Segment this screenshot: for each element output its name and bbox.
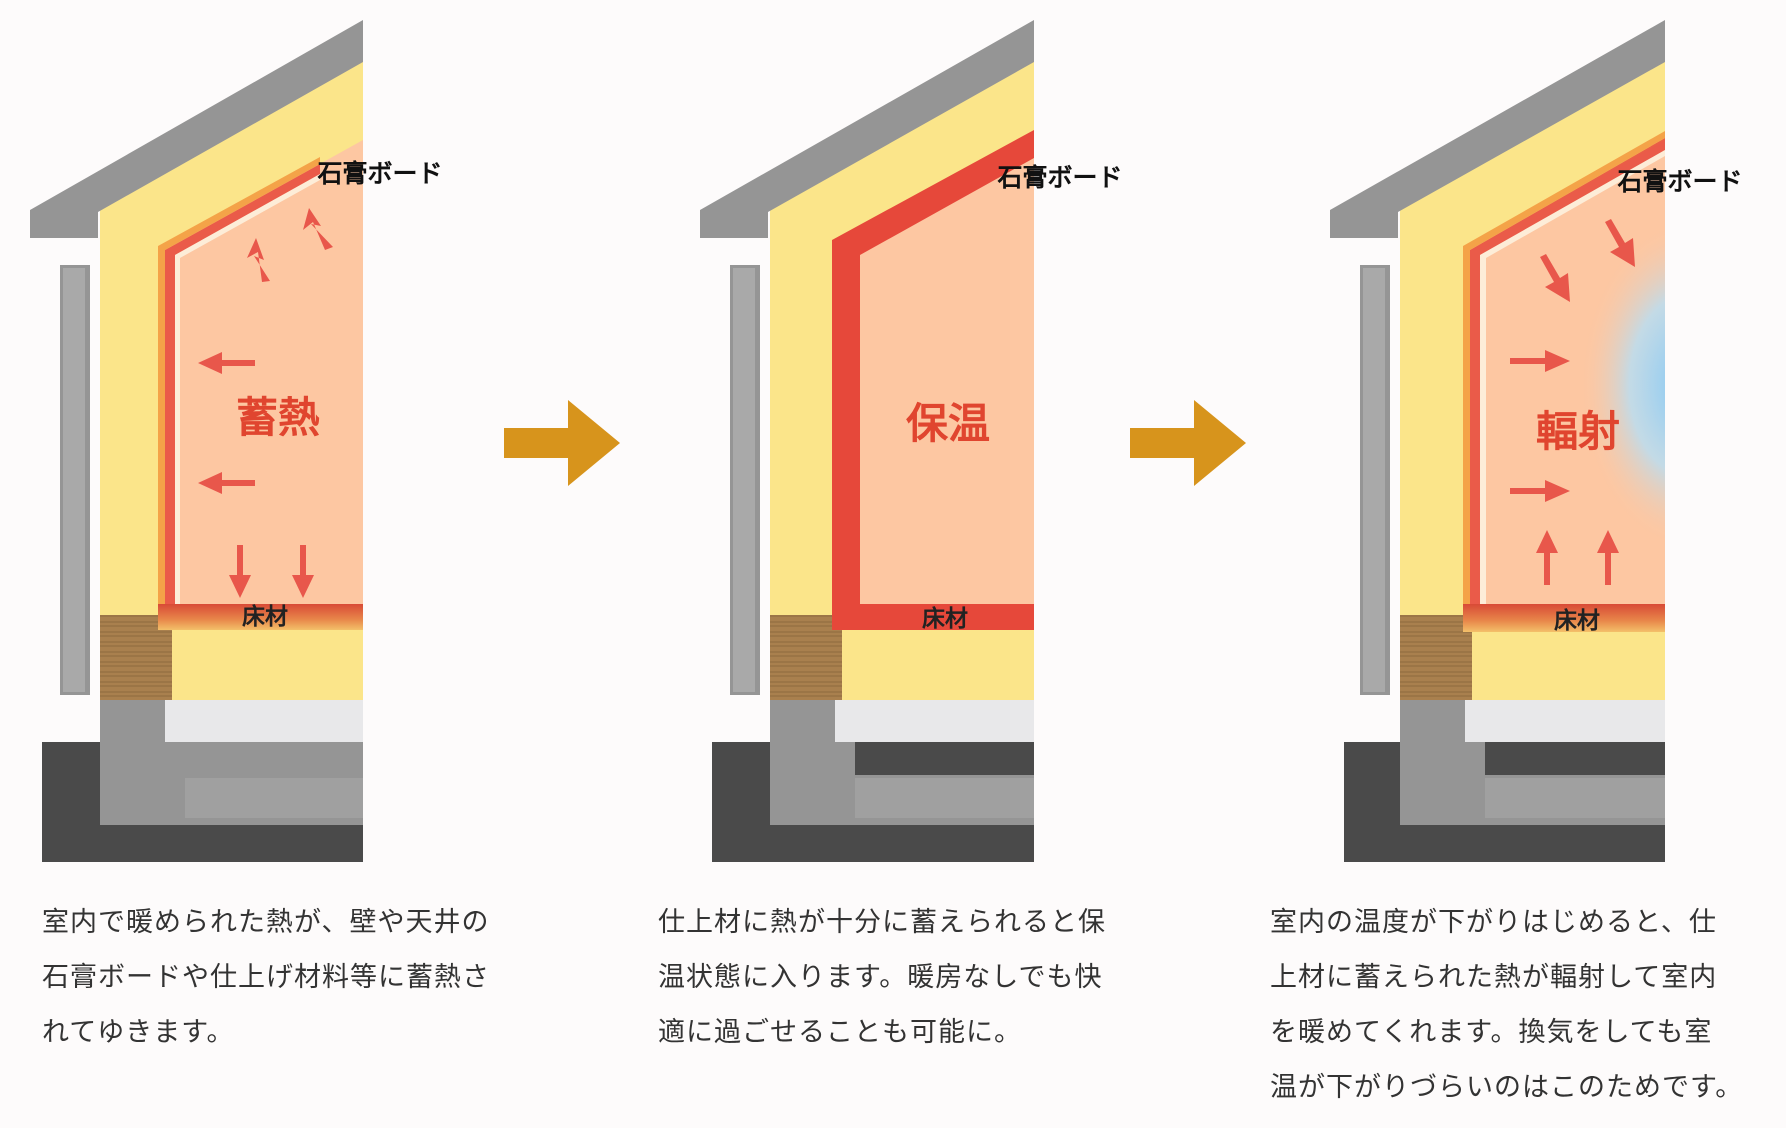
- gypsum-board: [832, 130, 1034, 605]
- room-interior: [835, 138, 1034, 605]
- roof: [700, 20, 1034, 238]
- flow-arrow-icon: [1130, 400, 1246, 486]
- caption-line: 石膏ボードや仕上げ材料等に蓄熱さ: [42, 962, 490, 993]
- cool-air-zone: [1580, 220, 1665, 550]
- floor-space: [1465, 700, 1665, 742]
- heat-arrow-icon: [198, 208, 333, 598]
- panel-3-cross-section: 輻射 石膏ボード 床材: [1330, 20, 1743, 862]
- roof: [30, 20, 363, 238]
- panel-1-cross-section: 蓄熱 石膏ボード 床材: [30, 20, 443, 862]
- caption-line: を暖めてくれます。換気をしても室: [1270, 1017, 1713, 1048]
- floor-label: 床材: [922, 605, 968, 632]
- center-label: 輻射: [1536, 407, 1620, 456]
- caption-line: 室内で暖められた熱が、壁や天井の: [42, 907, 490, 938]
- flow-arrow-icon: [504, 400, 620, 486]
- panel-2-cross-section: 保温 石膏ボード 床材: [700, 20, 1123, 862]
- center-label: 保温: [906, 399, 990, 448]
- floor-finish: [158, 604, 363, 630]
- floor-label: 床材: [242, 603, 288, 630]
- gypsum-board-label: 石膏ボード: [1616, 167, 1742, 196]
- heat-arrow-icon: [1510, 219, 1635, 585]
- caption-heat-storage: 室内で暖められた熱が、壁や天井の 石膏ボードや仕上げ材料等に蓄熱さ れてゆきます…: [42, 895, 532, 1060]
- center-label: 蓄熱: [236, 393, 320, 442]
- caption-line: 仕上材に熱が十分に蓄えられると保: [658, 907, 1106, 938]
- gypsum-board-label: 石膏ボード: [316, 159, 442, 188]
- floor-finish: [1463, 604, 1665, 632]
- caption-line: 上材に蓄えられた熱が輻射して室内: [1270, 962, 1718, 993]
- caption-line: 温状態に入ります。暖房なしでも快: [658, 962, 1103, 993]
- gypsum-board-label: 石膏ボード: [996, 163, 1122, 192]
- floor-finish: [832, 604, 1034, 630]
- caption-line: 適に過ごせることも可能に。: [658, 1017, 1022, 1048]
- wood-sill: [770, 615, 842, 700]
- caption-radiation: 室内の温度が下がりはじめると、仕 上材に蓄えられた熱が輻射して室内 を暖めてくれ…: [1270, 895, 1760, 1115]
- roof: [1330, 20, 1665, 238]
- wood-sill: [1400, 615, 1472, 700]
- floor-label: 床材: [1554, 607, 1600, 634]
- caption-line: 室内の温度が下がりはじめると、仕: [1270, 907, 1717, 938]
- floor-space: [165, 700, 363, 742]
- caption-line: れてゆきます。: [42, 1017, 235, 1048]
- floor-space: [835, 700, 1034, 742]
- caption-heat-retention: 仕上材に熱が十分に蓄えられると保 温状態に入ります。暖房なしでも快 適に過ごせる…: [658, 895, 1148, 1060]
- caption-line: 温が下がりづらいのはこのためです。: [1270, 1072, 1744, 1103]
